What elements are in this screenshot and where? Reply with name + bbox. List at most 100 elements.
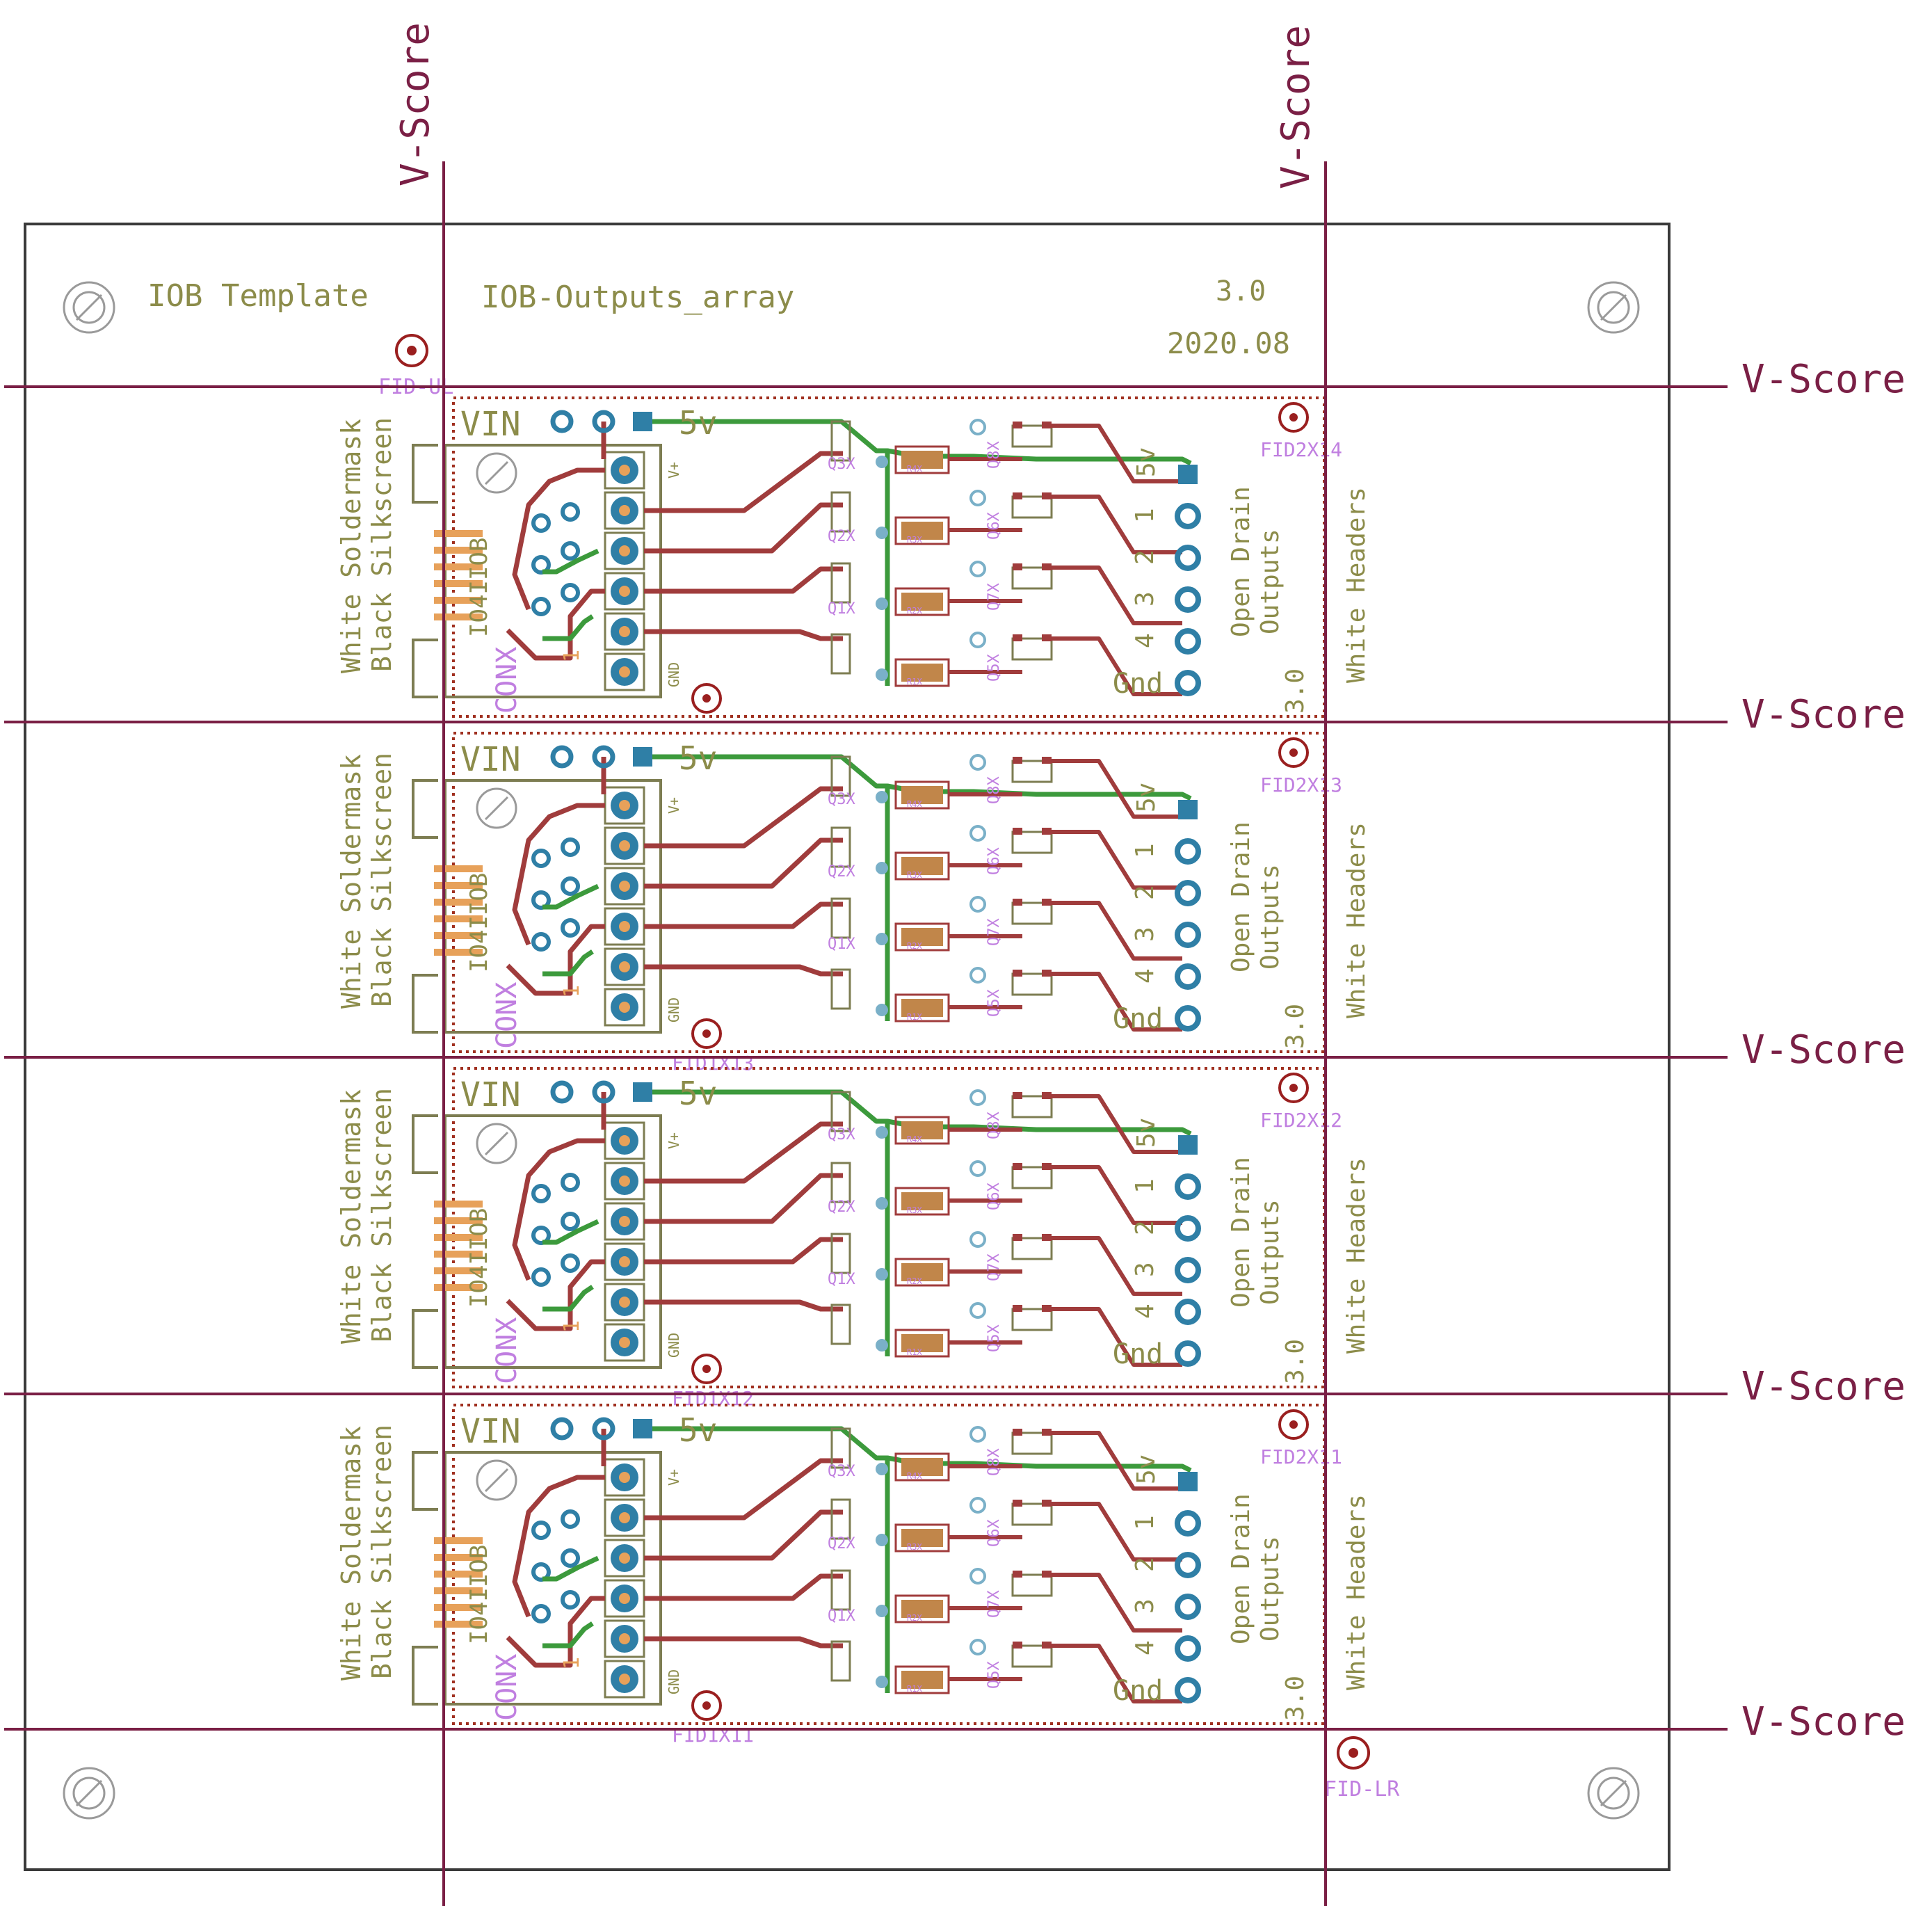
diode-outline <box>1011 1095 1053 1118</box>
header-pad-drill <box>619 1135 630 1146</box>
test-via <box>969 1426 986 1443</box>
connector-finger <box>434 547 483 554</box>
output-pad <box>1175 1340 1201 1367</box>
transistor-outline <box>830 633 851 675</box>
white-headers-label: White Headers <box>1342 1494 1371 1690</box>
fid2-label: FID2X11 <box>1260 1445 1342 1468</box>
connector-finger <box>434 899 483 906</box>
resistor-label: R1X <box>907 1347 922 1357</box>
vin-pad <box>592 410 615 433</box>
board-version-label: 3.0 <box>1281 668 1310 714</box>
transistor-label: Q2X <box>828 528 855 545</box>
connector-finger <box>434 949 483 956</box>
board-version-label: 3.0 <box>1281 1004 1310 1049</box>
outputs-label: Outputs <box>1256 529 1285 634</box>
board-fiducial-2-center <box>1289 413 1298 422</box>
transistor-outline <box>830 1640 851 1682</box>
connector-finger <box>434 932 483 939</box>
board-fiducial-1 <box>691 683 722 714</box>
resistor-pad <box>901 1192 943 1210</box>
gnd-small-label: GND <box>666 662 682 687</box>
trace-red <box>1052 495 1182 554</box>
test-via <box>969 561 986 577</box>
trace-green <box>542 883 599 910</box>
vscore-label-5: V-Score <box>1741 1699 1906 1744</box>
vscore-label-3: V-Score <box>1741 1027 1906 1073</box>
output-number-2: 2 <box>1131 1220 1159 1235</box>
connector-finger <box>434 1251 483 1258</box>
connector-finger <box>434 1201 483 1208</box>
diode-pad <box>1013 1642 1022 1649</box>
soldermask-label: White Soldermask <box>336 1089 367 1344</box>
output-number-4: 4 <box>1131 1640 1159 1655</box>
diode-outline <box>1011 637 1053 661</box>
diode-label: Q6X <box>985 847 1003 875</box>
output-number-1: 1 <box>1131 508 1159 523</box>
conx-label: CONX <box>491 1654 523 1721</box>
transistor-outline <box>830 826 851 868</box>
diode-pad <box>1013 1429 1022 1436</box>
gnd-small-label: GND <box>666 1669 682 1694</box>
resistor-label: R2X <box>907 1613 922 1623</box>
mounting-hole-tr <box>1587 281 1640 334</box>
vin-pad <box>550 1417 574 1441</box>
resistor-label: R2X <box>907 1276 922 1286</box>
connector-hole-mark <box>484 1131 509 1156</box>
vin-label: VIN <box>460 740 521 779</box>
matrix-pad <box>531 1562 551 1582</box>
via <box>876 1463 888 1475</box>
transistor-outline <box>830 562 851 604</box>
resistor-label: R2X <box>907 606 922 616</box>
test-via <box>969 967 986 984</box>
connector-label: IO4IIOB <box>465 538 493 637</box>
transistor-outline <box>830 1233 851 1274</box>
output-pad <box>1175 1677 1201 1703</box>
open-drain-label: Open Drain <box>1227 1493 1255 1644</box>
header-pad-frame <box>604 1323 645 1362</box>
trace-red <box>1052 972 1182 1032</box>
output-number-3: 3 <box>1131 591 1159 607</box>
header-pad-drill <box>619 921 630 932</box>
resistor-pad <box>901 1458 943 1476</box>
connector-housing <box>412 1451 438 1511</box>
five-v-label: 5v <box>679 1075 717 1112</box>
connector-finger <box>434 613 483 620</box>
board-fiducial-1 <box>691 1018 722 1049</box>
transistor-label: Q3X <box>828 1126 855 1144</box>
trace-red <box>1052 1502 1182 1562</box>
output-pad-square <box>1178 465 1198 484</box>
connector-label: IO4IIOB <box>465 873 493 972</box>
gnd-label: Gnd <box>1113 1338 1163 1370</box>
via <box>876 933 888 945</box>
test-via <box>969 490 986 506</box>
matrix-pad <box>561 541 580 561</box>
resistor-pad <box>901 999 943 1017</box>
connector-label: IO4IIOB <box>465 1208 493 1308</box>
connector-finger <box>434 865 483 872</box>
board-version-label: 3.0 <box>1281 1339 1310 1384</box>
header-pad-drill <box>619 1256 630 1267</box>
via <box>876 1126 888 1139</box>
transistor-outline <box>830 491 851 533</box>
matrix-pad <box>561 583 580 602</box>
diode-outline <box>1011 566 1053 590</box>
vscore-label-top-left: V-Score <box>393 22 438 186</box>
connector-finger <box>434 1621 483 1628</box>
output-number-3: 3 <box>1131 927 1159 942</box>
vscore-label-top-right: V-Score <box>1273 25 1319 189</box>
trace-red <box>1052 1094 1182 1154</box>
header-pad-drill <box>619 881 630 892</box>
pin1-label: 1 <box>560 1657 584 1669</box>
output-number-2: 2 <box>1131 1557 1159 1572</box>
header-pad-drill <box>619 1633 630 1644</box>
matrix-pad <box>531 1184 551 1203</box>
trace-red <box>512 803 605 946</box>
via <box>876 862 888 874</box>
via <box>876 1534 888 1546</box>
via <box>876 1197 888 1210</box>
transistor-outline <box>830 420 851 462</box>
board-fiducial-2-center <box>1289 1420 1298 1429</box>
trace-green <box>647 1426 890 1693</box>
